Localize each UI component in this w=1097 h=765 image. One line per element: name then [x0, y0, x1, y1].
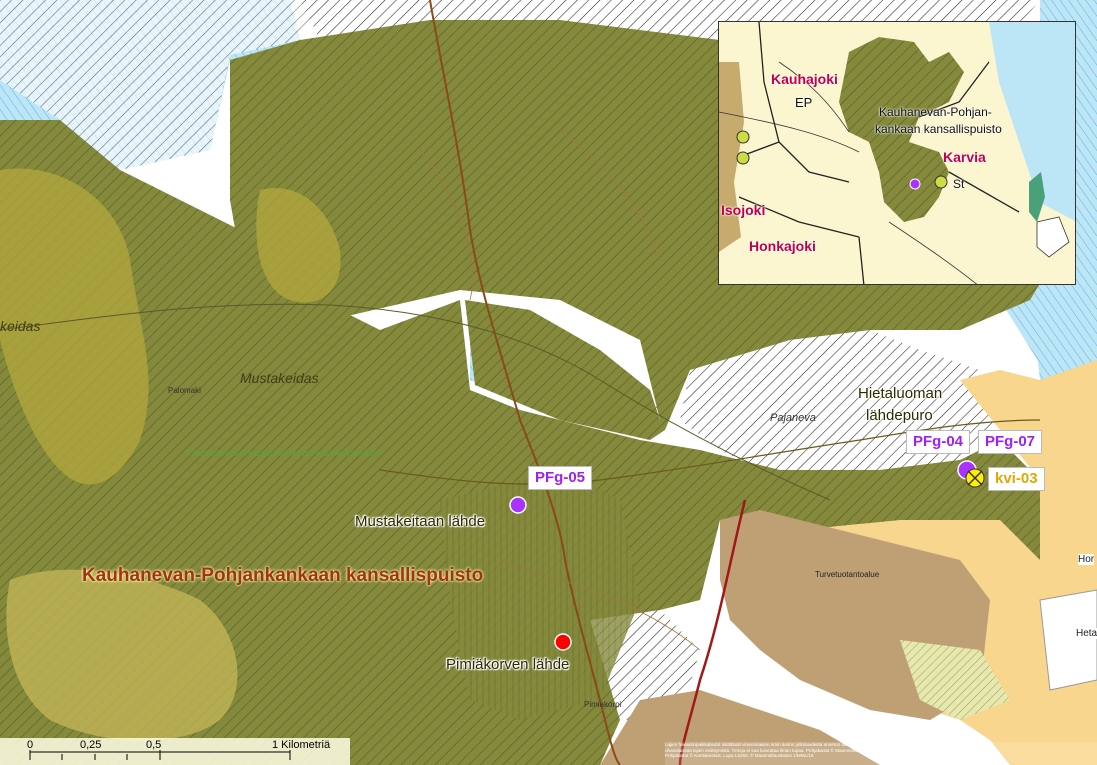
inset-symbol-west-2	[736, 151, 750, 165]
scale-label-1km: 1 Kilometriä	[272, 739, 331, 751]
inset-protected-strip	[719, 62, 744, 252]
inset-label-park-line1: Kauhanevan-Pohjan-	[879, 105, 992, 119]
place-hor-label: Hor	[1078, 554, 1095, 565]
scale-label-0: 0	[27, 739, 34, 751]
scale-label-05: 0,5	[146, 739, 162, 751]
credits-line-2: uhanalaisista lajien esiintymistä. Tieto…	[665, 747, 951, 753]
park-strip	[700, 450, 1040, 560]
inset-symbol-west	[736, 130, 750, 144]
spring-pimiakorven-label: Pimiäkorven lähde	[446, 656, 570, 673]
olive-bog-patches	[0, 168, 341, 741]
credits-line-1: Lajien havaintopaikkatiedot sisältävät v…	[665, 742, 943, 747]
place-keidas-fragment-label: keidas	[0, 318, 41, 334]
inset-park-area	[839, 37, 964, 222]
spring-mustakeitaan-label: Mustakeitaan lähde	[355, 513, 486, 530]
scale-label-025: 0,25	[80, 739, 102, 751]
inset-marker-yellow	[934, 175, 948, 189]
map-credits: Lajien havaintopaikkatiedot sisältävät v…	[665, 742, 1097, 765]
spring-hietaluoman-label-2: lähdepuro	[866, 407, 933, 424]
inset-label-honkajoki: Honkajoki	[749, 238, 816, 254]
inset-label-isojoki: Isojoki	[721, 202, 766, 218]
inset-label-ep: EP	[795, 95, 813, 110]
peat-and-fields	[600, 360, 1097, 765]
park-name-main-label: Kauhanevan-Pohjankankaan kansallispuisto	[82, 565, 484, 586]
park-name-faint-label: Kauhanevan-Pohjankankaan kansallispuisto	[185, 448, 382, 459]
inset-overview-map[interactable]: Kauhajoki EP Kauhanevan-Pohjan- kankaan …	[718, 21, 1076, 285]
inset-white-patch	[1036, 216, 1070, 258]
tag-pfg04[interactable]: PFg-04	[906, 430, 971, 454]
place-pimiakorpi-small-label: Pimiakorpi	[584, 700, 622, 709]
inset-label-kauhajoki: Kauhajoki	[771, 71, 838, 87]
marker-kvi03[interactable]	[965, 468, 985, 488]
place-mustakeidas-label: Mustakeidas	[240, 370, 319, 386]
tag-kvi03[interactable]: kvi-03	[988, 467, 1045, 491]
inset-boundaries	[738, 22, 1020, 284]
credits-line-3: Pohjakartat © Karttakeskus, Lupa L5293, …	[665, 753, 814, 759]
spring-hietaluoman-label-1: Hietaluoman	[858, 385, 943, 402]
place-palomaki-label: Palomaki	[168, 386, 201, 395]
inset-green-patch	[1029, 172, 1045, 222]
inset-lake-area	[989, 22, 1075, 221]
place-turvetuotantoalue-label: Turvetuotantoalue	[815, 570, 880, 579]
scale-bar: 0 0,25 0,5 1 Kilometriä	[0, 738, 350, 765]
national-park-area-west	[0, 120, 1050, 765]
tag-pfg07[interactable]: PFg-07	[978, 430, 1043, 454]
inset-label-st: St	[953, 177, 965, 191]
inset-marker-purple	[909, 178, 921, 190]
place-pajaneva-label: Pajaneva	[770, 412, 816, 424]
place-heta-label: Heta	[1076, 628, 1097, 639]
vertical-lined-zone	[440, 470, 640, 720]
marker-pimiakorpi[interactable]	[554, 633, 572, 651]
roads-and-lines	[0, 0, 1041, 765]
marker-pfg05[interactable]	[509, 496, 527, 514]
inset-label-park-line2: kankaan kansallispuisto	[875, 122, 1002, 136]
inset-map-graphic	[719, 22, 1075, 284]
tag-pfg05[interactable]: PFg-05	[528, 466, 593, 490]
inset-label-karvia: Karvia	[943, 149, 986, 165]
